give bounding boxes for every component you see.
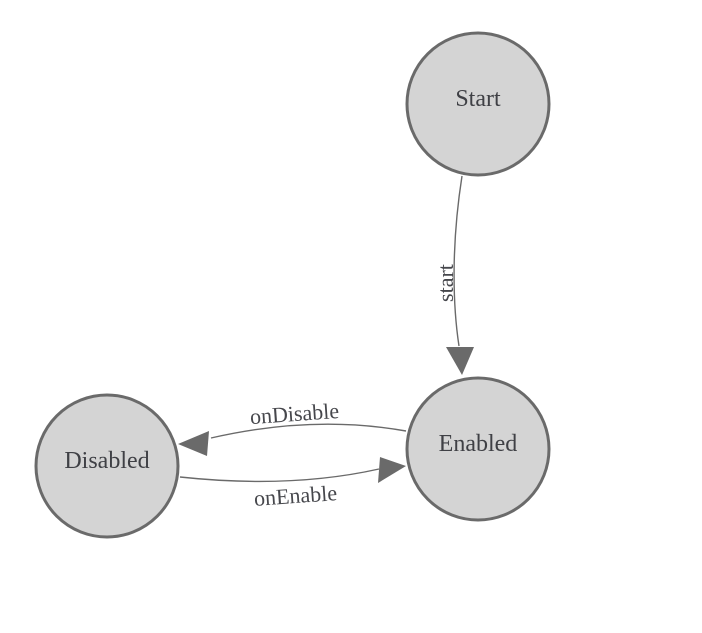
node-start: Start [405, 31, 551, 177]
arrowhead-enabled-to-disabled-icon [178, 431, 209, 456]
edge-label-ondisable: onDisable [249, 398, 340, 429]
edge-disabled-to-enabled: onEnable [179, 457, 406, 511]
node-enabled-label: Enabled [439, 431, 518, 457]
edge-label-onenable: onEnable [253, 480, 338, 511]
edge-enabled-to-disabled: onDisable [178, 398, 407, 456]
edge-line-onenable [179, 468, 380, 483]
edge-start-to-enabled: start [433, 175, 474, 375]
arrowhead-disabled-to-enabled-icon [378, 457, 406, 483]
node-disabled-circle [34, 393, 180, 539]
node-disabled: Disabled [34, 393, 180, 539]
node-enabled-circle [405, 376, 551, 522]
edge-line-start [453, 175, 463, 347]
node-start-circle [405, 31, 551, 177]
node-disabled-label: Disabled [64, 448, 149, 474]
node-start-label: Start [455, 86, 501, 112]
edge-line-ondisable [210, 423, 407, 439]
edge-label-start: start [433, 264, 458, 302]
arrowhead-start-to-enabled-icon [446, 347, 474, 375]
node-enabled: Enabled [405, 376, 551, 522]
